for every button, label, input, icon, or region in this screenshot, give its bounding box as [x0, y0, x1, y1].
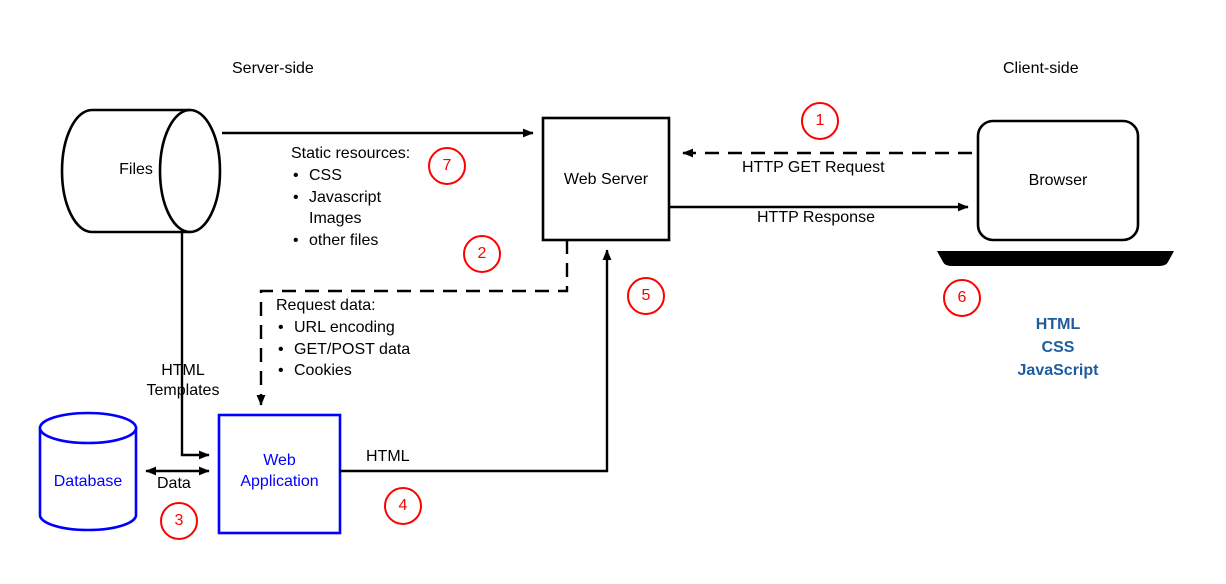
static-resources-heading: Static resources:	[291, 145, 411, 162]
request-data-item-get-post-data: GET/POST data	[276, 339, 410, 361]
browser-node-shape[interactable]	[976, 119, 1140, 242]
step-marker-2[interactable]: 2	[463, 235, 501, 273]
edge-html-templates	[180, 232, 210, 460]
html-templates-line1: HTML	[161, 362, 205, 379]
html-templates-line2: Templates	[146, 382, 220, 400]
client-stack-html: HTML	[1035, 316, 1081, 333]
database-node-shape[interactable]	[38, 411, 138, 532]
browser-node-label: Browser	[1028, 172, 1088, 189]
static-resources-annotation: Static resources: CSS Javascript Images …	[291, 143, 410, 252]
static-resources-item-javascript: Javascript	[291, 187, 410, 209]
web-application-node-label: Web Application	[220, 451, 339, 493]
request-data-item-url-encoding: URL encoding	[276, 317, 410, 339]
edge-html-to-web-server	[340, 249, 612, 473]
client-stack-css: CSS	[1041, 339, 1075, 357]
step-marker-6[interactable]: 6	[943, 279, 981, 317]
step-marker-5[interactable]: 5	[627, 277, 665, 315]
region-label-server-side: Server-side	[232, 60, 314, 77]
edge-label-http-get-request: HTTP GET Request	[742, 159, 885, 176]
step-marker-7[interactable]: 7	[428, 147, 466, 185]
static-resources-item-images: Images	[309, 210, 362, 228]
web-server-node-shape[interactable]	[541, 116, 671, 242]
laptop-base-icon	[937, 251, 1174, 266]
edge-label-html-templates: HTML Templates	[131, 361, 235, 402]
request-data-item-cookies: Cookies	[276, 360, 410, 382]
files-node-label: Files	[119, 161, 153, 178]
client-stack-list: HTML CSS JavaScript	[998, 313, 1118, 383]
web-server-node-label: Web Server	[563, 171, 649, 188]
step-marker-4[interactable]: 4	[384, 487, 422, 525]
request-data-heading: Request data:	[276, 297, 376, 314]
edge-label-html: HTML	[366, 448, 410, 465]
static-resources-item-css: CSS	[291, 165, 410, 187]
region-label-client-side: Client-side	[1003, 60, 1079, 77]
client-stack-javascript: JavaScript	[1017, 362, 1099, 380]
step-marker-3[interactable]: 3	[160, 502, 198, 540]
request-data-annotation: Request data: URL encoding GET/POST data…	[276, 295, 410, 382]
step-marker-1[interactable]: 1	[801, 102, 839, 140]
edge-label-http-response: HTTP Response	[757, 209, 875, 226]
static-resources-item-other-files: other files	[291, 230, 410, 252]
edge-request-data	[256, 240, 569, 406]
web-application-node-shape[interactable]	[217, 413, 342, 535]
web-application-label-line2: Application	[240, 472, 319, 490]
database-node-label: Database	[53, 473, 123, 490]
files-node-shape[interactable]	[60, 108, 222, 234]
web-application-label-line1: Web	[263, 452, 296, 469]
edge-label-data: Data	[157, 475, 191, 492]
